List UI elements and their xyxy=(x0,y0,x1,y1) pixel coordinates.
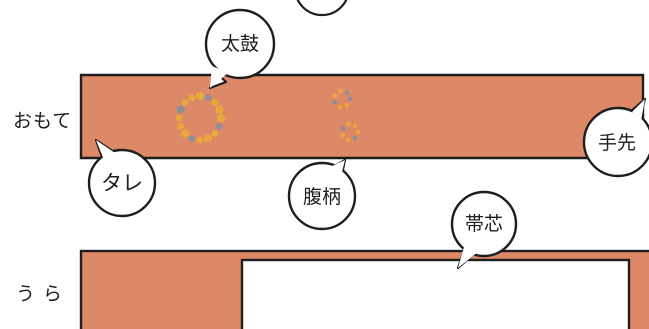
callout-obishin-label: 帯芯 xyxy=(465,213,503,235)
motif-flower xyxy=(347,96,353,102)
callout-haragara-label: 腹柄 xyxy=(303,186,341,208)
label-ura: う ら xyxy=(16,283,64,305)
ring-flower xyxy=(211,98,219,106)
ring-flower xyxy=(211,130,219,138)
ring-flower xyxy=(175,114,183,122)
callout-tesaki-label: 手先 xyxy=(598,132,636,154)
ring-flower xyxy=(204,94,212,102)
ring-flower xyxy=(181,98,189,106)
motif-flower xyxy=(340,133,346,138)
motif-flower xyxy=(352,123,358,129)
ring-flower xyxy=(177,122,185,130)
ring-flower xyxy=(215,105,224,114)
motif-flower xyxy=(332,100,338,105)
obi-back xyxy=(79,249,649,329)
ring-flower xyxy=(204,134,213,143)
motif-flower xyxy=(345,121,351,127)
ring-flower xyxy=(217,113,226,123)
ring-flower xyxy=(196,136,204,144)
callout-tesaki: 手先 xyxy=(582,97,649,178)
callout-obishin: 帯芯 xyxy=(450,190,518,270)
motif-flower xyxy=(355,129,361,135)
callout-tare-label: タレ xyxy=(101,171,143,195)
ring-flower xyxy=(216,122,223,130)
obi-core-panel xyxy=(240,258,631,329)
label-omote: おもて xyxy=(13,110,73,132)
ring-flower xyxy=(188,134,196,142)
motif-flower xyxy=(344,102,350,108)
motif-flower xyxy=(337,88,343,94)
ring-flower xyxy=(188,94,196,102)
callout-taiko-label: 太鼓 xyxy=(221,33,259,55)
ring-flower xyxy=(176,105,186,114)
motif-flower xyxy=(344,90,350,96)
taiko-flower-ring xyxy=(175,91,226,144)
callout-taiko: 太鼓 xyxy=(204,8,276,90)
motif-flower xyxy=(332,93,338,98)
motif-flower xyxy=(337,104,343,110)
motif-flower xyxy=(345,137,351,143)
bubble-top-partial xyxy=(296,0,348,17)
callout-haragara: 腹柄 xyxy=(287,158,357,231)
haragara-flower-motif-2 xyxy=(340,121,361,143)
ring-flower xyxy=(181,129,190,138)
ring-flower xyxy=(196,91,205,101)
haragara-flower-motif-1 xyxy=(332,88,353,110)
motif-flower xyxy=(340,126,346,131)
motif-flower xyxy=(352,135,358,141)
obi-front xyxy=(79,73,645,160)
callout-tare: タレ xyxy=(87,138,157,218)
